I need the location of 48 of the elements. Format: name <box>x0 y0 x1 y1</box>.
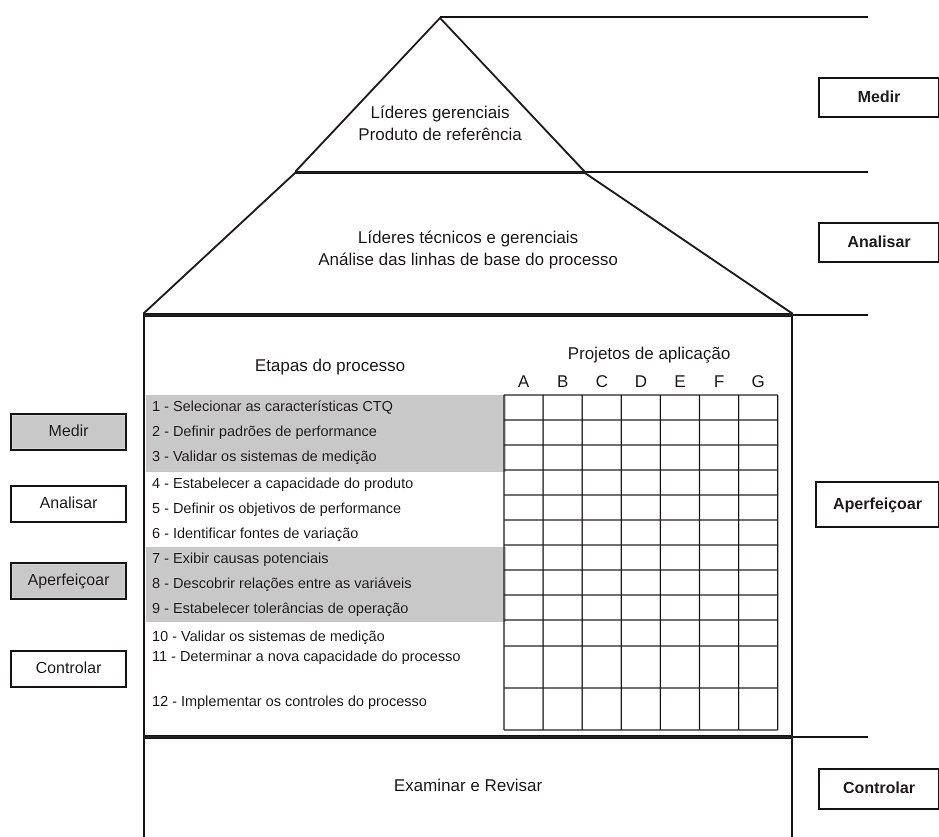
phase-box <box>818 768 939 810</box>
phase-label: Aperfeiçoar <box>28 572 110 590</box>
base-text: Examinar e Revisar <box>394 777 542 795</box>
process-step: 2 - Definir padrões de performance <box>152 423 478 441</box>
phase-label: Medir <box>48 423 88 441</box>
roof-band <box>143 172 793 315</box>
phase-box <box>815 481 939 528</box>
process-step: 7 - Exibir causas potenciais <box>152 550 478 568</box>
process-step: 5 - Definir os objetivos de performance <box>152 500 478 518</box>
process-step: 11 - Determinar a nova capacidade do processo <box>152 648 478 666</box>
step-group <box>146 547 506 622</box>
roof-text: Líderes técnicos e gerenciais <box>358 227 578 249</box>
process-step: 6 - Identificar fontes de variação <box>152 525 478 543</box>
phase-label: Medir <box>858 88 900 106</box>
roof-top-triangle <box>295 17 585 172</box>
process-step: 8 - Descobrir relações entre as variáveis <box>152 575 478 593</box>
roof-text: Líderes gerenciais <box>370 102 510 124</box>
column-heading: Etapas do processo <box>254 357 406 375</box>
phase-label: Analisar <box>847 234 911 252</box>
process-step: 10 - Validar os sistemas de medição <box>152 628 478 646</box>
phase-label: Controlar <box>36 660 102 678</box>
step-group <box>146 395 506 472</box>
roof-text: Produto de referência <box>358 124 522 146</box>
base-band <box>143 737 793 837</box>
process-step: 4 - Estabelecer a capacidade do produto <box>152 475 478 493</box>
roof-text: Análise das linhas de base do processo <box>318 249 618 271</box>
phase-box <box>818 77 939 118</box>
column-letter: D <box>634 373 647 391</box>
house-body <box>143 315 793 737</box>
column-letter: A <box>518 373 530 391</box>
process-step: 3 - Validar os sistemas de medição <box>152 448 478 466</box>
column-heading: Projetos de aplicação <box>568 345 730 363</box>
phase-label: Analisar <box>40 495 98 513</box>
phase-box <box>818 222 939 263</box>
column-letter: C <box>596 373 608 391</box>
process-step: 9 - Estabelecer tolerâncias de operação <box>152 600 478 618</box>
process-step: 1 - Selecionar as características CTQ <box>152 398 478 416</box>
phase-box <box>10 562 127 600</box>
process-step: 12 - Implementar os controles do processo <box>152 693 478 711</box>
phase-box <box>10 413 127 451</box>
column-letter: F <box>714 373 724 391</box>
column-letter: G <box>752 373 765 391</box>
phase-label: Aperfeiçoar <box>833 496 922 514</box>
phase-label: Controlar <box>843 780 915 798</box>
phase-box <box>10 650 127 688</box>
phase-box <box>10 485 127 523</box>
column-letter: E <box>674 373 686 391</box>
column-letter: B <box>556 373 568 391</box>
